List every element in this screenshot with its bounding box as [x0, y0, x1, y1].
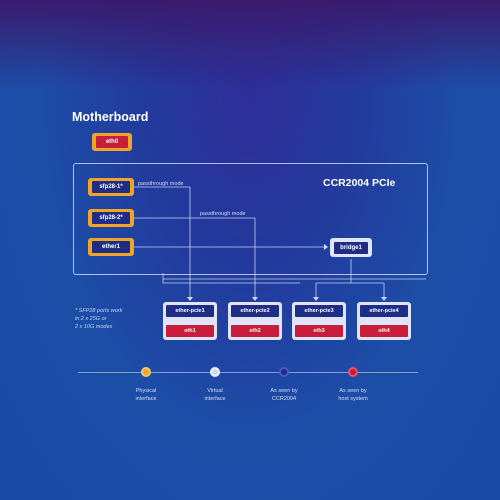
card-3-ccr-name: ether-pcie3 — [295, 305, 343, 317]
card-ether-pcie2: ether-pcie2 eth2 — [228, 302, 282, 340]
legend-host-dot — [348, 367, 358, 377]
legend-physical-text: Physical interface — [116, 387, 176, 403]
legend-physical-dot — [141, 367, 151, 377]
port-sfp28-2: sfp28-2* — [88, 209, 134, 227]
card-1-host-name: eth1 — [166, 325, 214, 337]
legend-virtual-text: Virtual interface — [185, 387, 245, 403]
wire-sfp28-1 — [134, 186, 191, 297]
card-1-ccr-name: ether-pcie1 — [166, 305, 214, 317]
port-ether1-label: ether1 — [92, 241, 130, 253]
card-ether-pcie4: ether-pcie4 eth4 — [357, 302, 411, 340]
card-3-host-name: eth3 — [295, 325, 343, 337]
wire-bridge-down — [315, 259, 385, 297]
card-4-host-name: eth4 — [360, 325, 408, 337]
sfp-note-line-3: 2 x 10G modes — [75, 324, 113, 330]
legend-host-line-2: host system — [338, 396, 368, 402]
card-ether-pcie3: ether-pcie3 eth3 — [292, 302, 346, 340]
port-ether1: ether1 — [88, 238, 134, 256]
bridge1-node: bridge1 — [330, 238, 372, 257]
sfp-note-line-1: * SFP28 ports work — [75, 308, 123, 314]
legend-virtual-line-1: Virtual — [207, 388, 223, 394]
sfp-note: * SFP28 ports work in 2 x 25G or 2 x 10G… — [75, 307, 155, 331]
card-ether-pcie1: ether-pcie1 eth1 — [163, 302, 217, 340]
passthrough-label-2: passthrough mode — [200, 211, 246, 217]
legend-divider — [78, 372, 418, 373]
port-sfp28-1-label: sfp28-1* — [92, 181, 130, 193]
legend-host-text: As seen by host system — [323, 387, 383, 403]
card-2-host-name: eth2 — [231, 325, 279, 337]
port-sfp28-2-label: sfp28-2* — [92, 212, 130, 224]
port-sfp28-1: sfp28-1* — [88, 178, 134, 196]
bridge1-label: bridge1 — [334, 241, 368, 254]
card-4-ccr-name: ether-pcie4 — [360, 305, 408, 317]
background-glow — [0, 0, 500, 90]
legend-virtual-line-2: interface — [204, 396, 226, 402]
legend-host-line-1: As seen by — [339, 388, 367, 394]
legend-ccr-line-1: As seen by — [270, 388, 298, 394]
sfp-note-line-2: in 2 x 25G or — [75, 316, 107, 322]
legend-virtual-dot — [210, 367, 220, 377]
eth0-port: eth0 — [92, 133, 132, 151]
pcie-card-frame — [73, 163, 428, 275]
pcie-title: CCR2004 PCIe — [323, 177, 396, 189]
legend-physical-line-1: Physical — [135, 388, 157, 394]
eth0-label: eth0 — [96, 136, 128, 148]
passthrough-label-1: passthrough mode — [138, 181, 184, 187]
legend-ccr-text: As seen by CCR2004 — [254, 387, 314, 403]
card-2-ccr-name: ether-pcie2 — [231, 305, 279, 317]
legend-ccr-dot — [279, 367, 289, 377]
motherboard-title: Motherboard — [72, 110, 149, 124]
wire-frame — [162, 273, 426, 284]
legend-physical-line-2: interface — [135, 396, 157, 402]
legend-ccr-line-2: CCR2004 — [271, 396, 297, 402]
wire-sfp28-2 — [134, 217, 256, 297]
